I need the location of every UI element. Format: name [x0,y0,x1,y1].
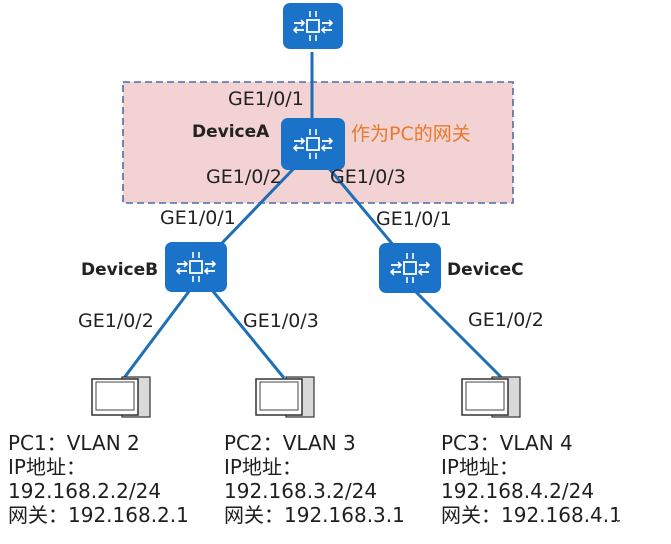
pc1-title: PC1：VLAN 2 [8,431,140,455]
pc1-ip: 192.168.2.2/24 [8,479,162,503]
pc2-title: PC2：VLAN 3 [224,431,356,455]
deviceb-port-left: GE1/0/2 [78,310,154,332]
pc3-ip-label: IP地址： [441,455,519,479]
watermark: CSDN @保持成长 [562,520,661,534]
link-devicec-to-pc3 [412,288,504,380]
pc1-ip-label: IP地址： [8,455,86,479]
pc1-info: PC1：VLAN 2 IP地址： 192.168.2.2/24 网关：192.1… [8,431,189,527]
devicea-port-up: GE1/0/1 [228,88,304,110]
pc3-icon [461,376,521,418]
deviceb-port-up: GE1/0/1 [160,207,236,229]
deviceb-name: DeviceB [81,260,159,280]
link-deviceb-to-pc2 [210,289,286,379]
pc1-icon [91,376,151,418]
devicea-name: DeviceA [192,122,270,142]
devicec-name: DeviceC [447,260,524,280]
pc3-ip: 192.168.4.2/24 [441,479,595,503]
devicec-port-up: GE1/0/1 [376,208,452,230]
deviceb-port-right: GE1/0/3 [243,310,319,332]
core-switch-icon [283,3,343,49]
pc2-icon [255,376,315,418]
devicec-port-down: GE1/0/2 [468,309,544,331]
devicec-switch-icon [379,243,441,293]
link-deviceb-to-pc1 [122,289,192,379]
devicea-port-right: GE1/0/3 [330,166,406,188]
pc3-gateway: 网关：192.168.4.1 [441,503,622,527]
pc3-info: PC3：VLAN 4 IP地址： 192.168.4.2/24 网关：192.1… [441,431,622,527]
pc1-gateway: 网关：192.168.2.1 [8,503,189,527]
pc2-info: PC2：VLAN 3 IP地址： 192.168.3.2/24 网关：192.1… [224,431,405,527]
pc2-ip: 192.168.3.2/24 [224,479,378,503]
deviceb-switch-icon [165,242,227,292]
devicea-port-left: GE1/0/2 [206,166,282,188]
devicea-switch-icon [281,118,345,170]
pc3-title: PC3：VLAN 4 [441,431,573,455]
pc2-gateway: 网关：192.168.3.1 [224,503,405,527]
devicea-gateway-note: 作为PC的网关 [351,123,471,145]
pc2-ip-label: IP地址： [224,455,302,479]
